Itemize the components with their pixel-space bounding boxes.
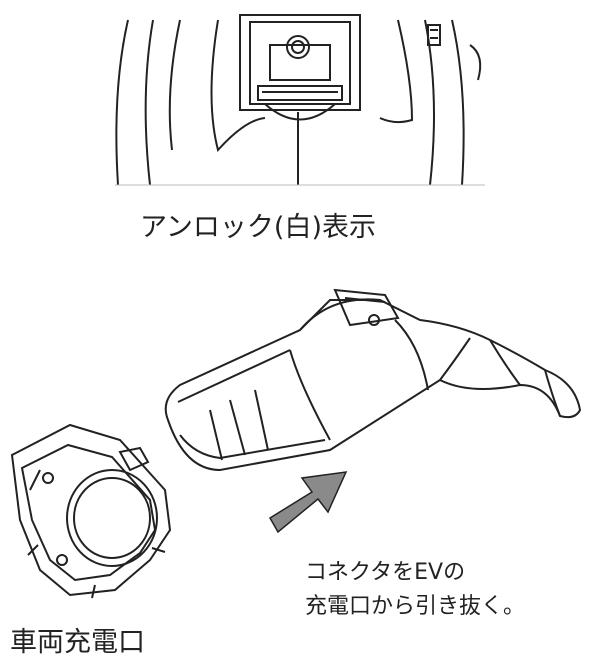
pull-direction-arrow [268, 471, 348, 534]
unlock-indicator-caption: アンロック(白)表示 [140, 212, 376, 243]
charging-connector [164, 288, 582, 472]
vehicle-inlet-caption: 車両充電口 [10, 627, 145, 658]
instruction-line-1: コネクタをEVの [305, 560, 466, 585]
instruction-line-2: 充電口から引き抜く。 [305, 594, 526, 619]
connector-closeup [115, 14, 485, 186]
instruction-caption: コネクタをEVの 充電口から引き抜く。 [305, 556, 525, 624]
vehicle-charging-inlet [10, 423, 172, 599]
